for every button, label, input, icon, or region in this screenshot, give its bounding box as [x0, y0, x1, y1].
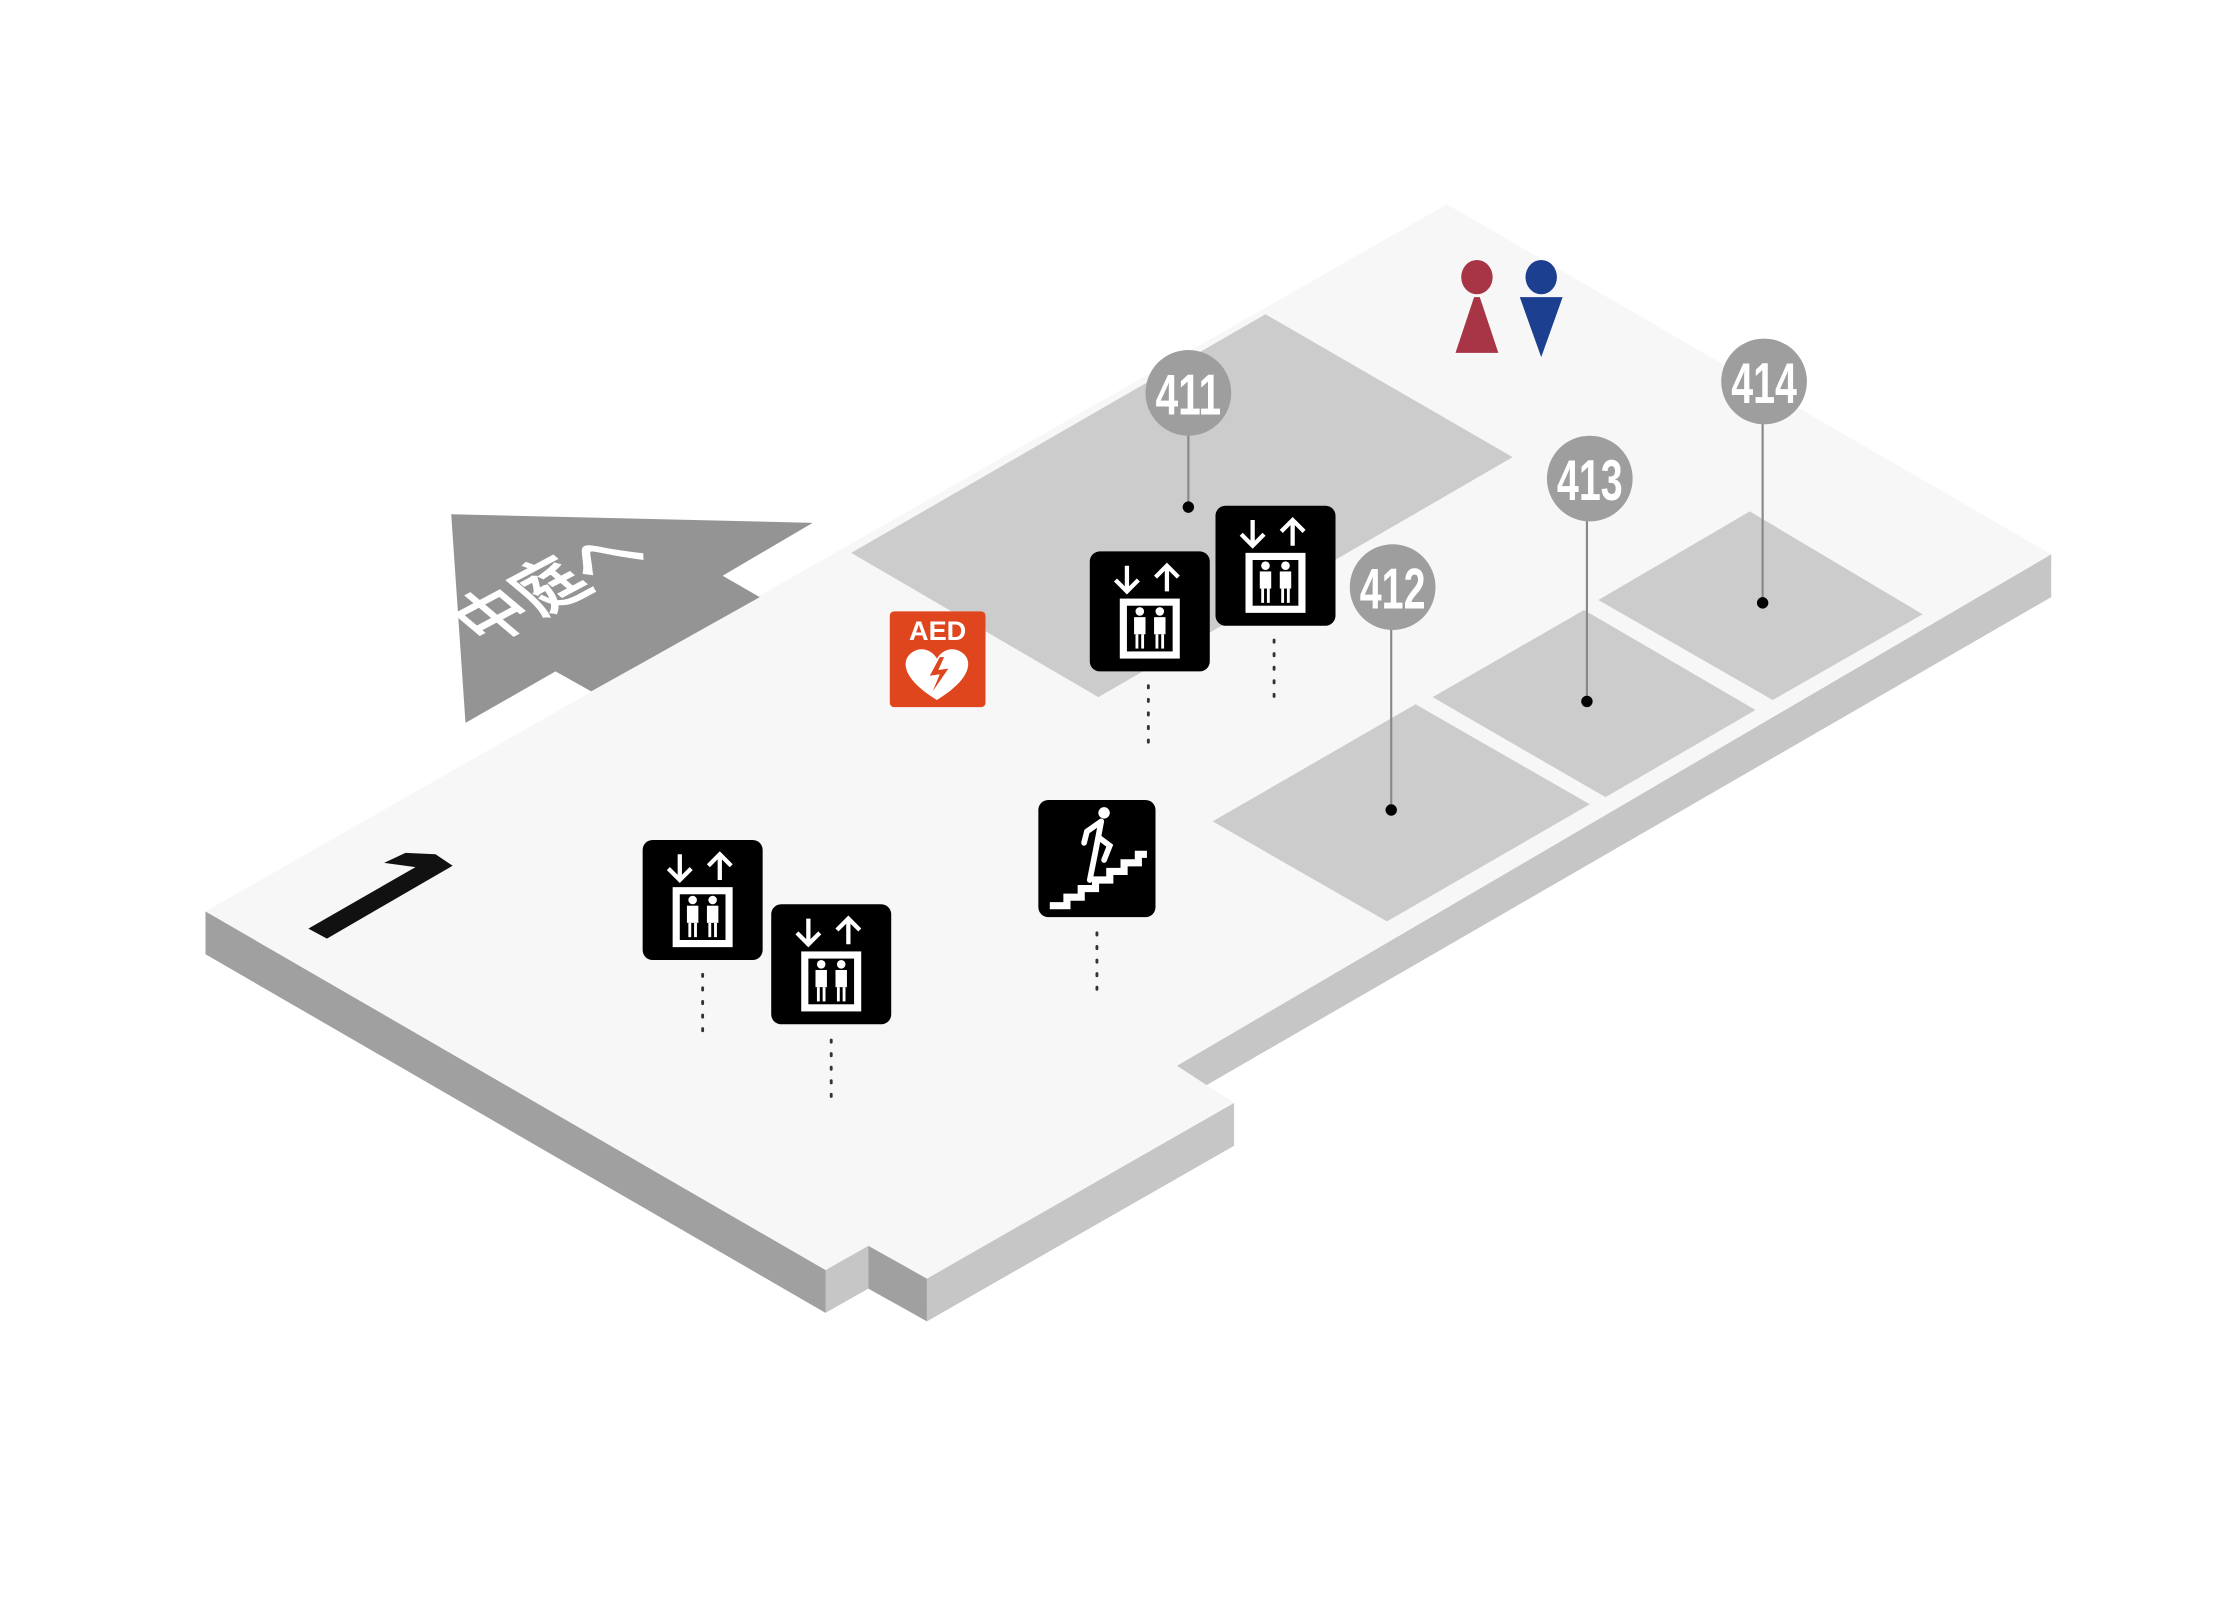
aed-icon[interactable]: AED	[889, 611, 986, 708]
male-restroom-icon[interactable]	[1519, 260, 1563, 358]
aed-label: AED	[909, 615, 966, 646]
room-413-area[interactable]	[1432, 610, 1756, 798]
stairs-icon[interactable]	[1038, 800, 1156, 918]
room-pin-411[interactable]: 411	[1145, 350, 1232, 513]
floor-side-notch-b	[868, 1245, 927, 1322]
floor-side-front	[926, 1102, 1235, 1322]
elevator-icon[interactable]	[771, 904, 891, 1024]
room-414-label: 414	[1731, 352, 1797, 416]
room-pin-414[interactable]: 414	[1721, 338, 1807, 609]
room-411-area[interactable]	[851, 314, 1513, 698]
floor-side-left	[205, 911, 826, 1313]
room-pin-413[interactable]: 413	[1546, 435, 1633, 708]
floor-side-notch-a	[825, 1245, 869, 1313]
courtyard-direction[interactable]: 中庭へ	[436, 514, 813, 723]
room-pin-412[interactable]: 412	[1349, 544, 1436, 816]
elevator-icon[interactable]	[1090, 551, 1210, 671]
floor-side-right	[1176, 554, 2052, 1086]
floor-number-1: 1	[1, 0, 453, 939]
elevator-icon[interactable]	[643, 840, 763, 960]
room-411-label: 411	[1156, 363, 1222, 427]
elevator-icon[interactable]	[1216, 506, 1336, 626]
female-restroom-icon[interactable]	[1455, 260, 1499, 353]
svg-text:1: 1	[1, 0, 2, 1]
room-412-label: 412	[1360, 558, 1426, 622]
room-413-label: 413	[1557, 449, 1623, 513]
icon-leader-lines	[701, 638, 1276, 1108]
room-412-area[interactable]	[1212, 704, 1590, 922]
